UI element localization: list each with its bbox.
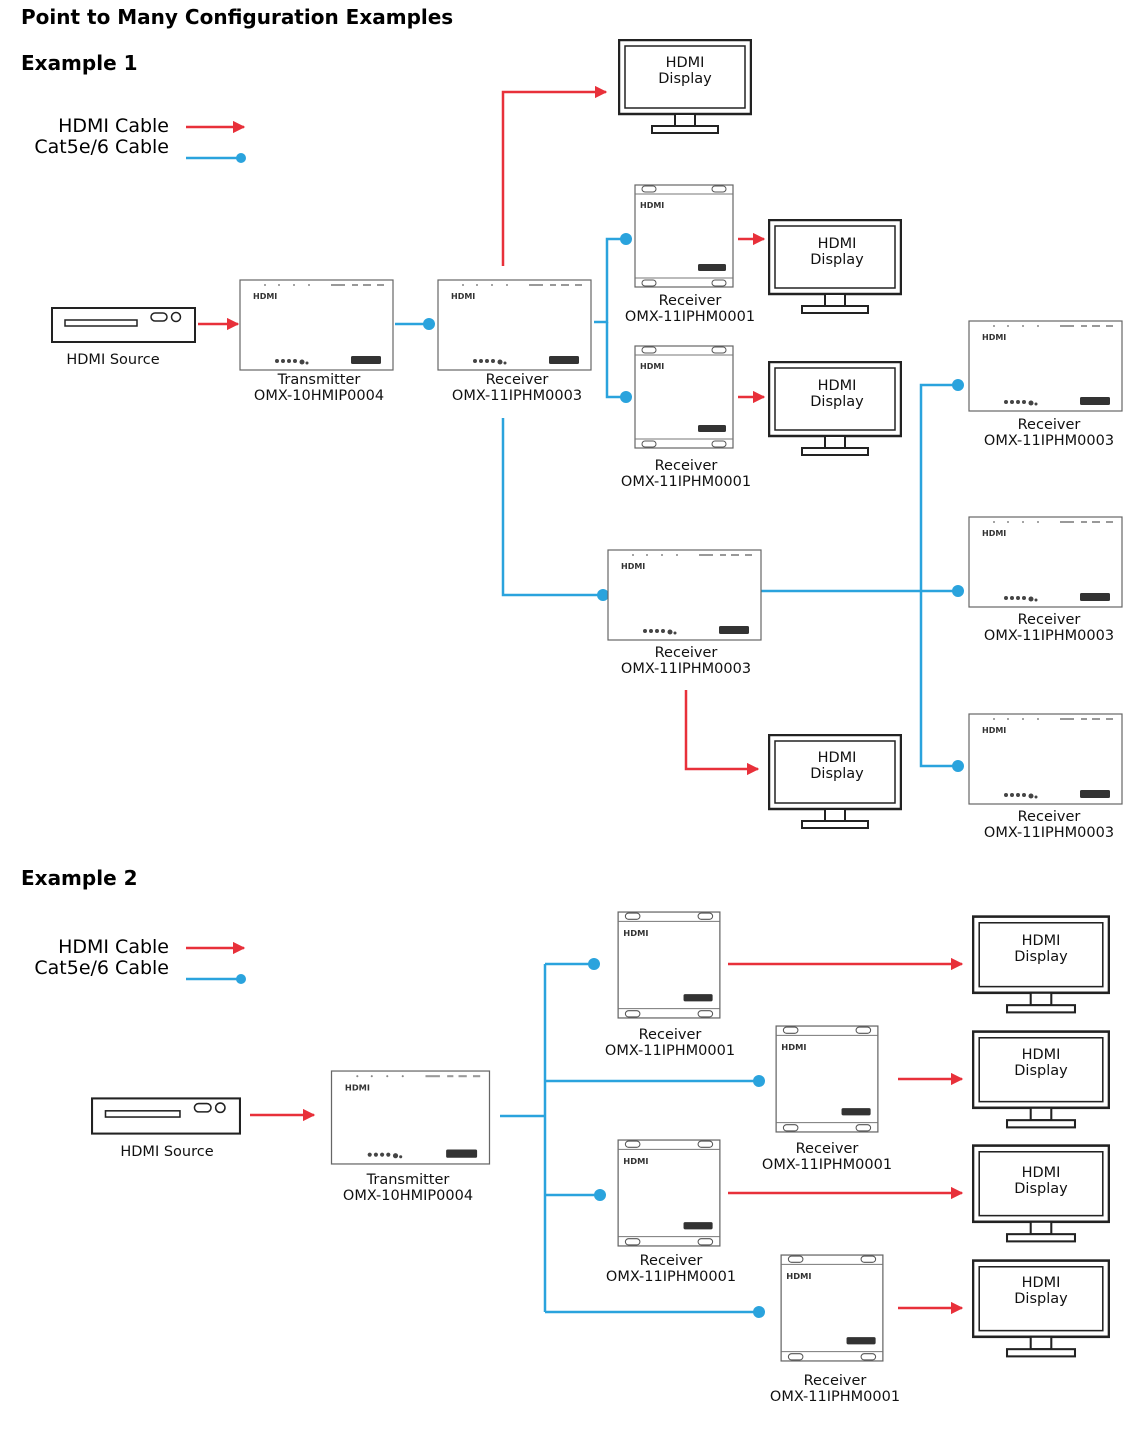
- ex1-receiver-right-3: Receiver OMX-11IPHM0003: [968, 713, 1123, 841]
- display-line1: HDMI: [818, 236, 857, 252]
- page-title: Point to Many Configuration Examples: [21, 5, 453, 29]
- device-role: Receiver: [1018, 612, 1081, 628]
- device-model: OMX-10HMIP0004: [343, 1188, 473, 1204]
- device-model: OMX-11IPHM0003: [984, 628, 1114, 644]
- legend-cat-dot: [236, 153, 246, 163]
- legend-cat-label: Cat5e/6 Cable: [34, 136, 169, 158]
- device-model: OMX-11IPHM0003: [984, 433, 1114, 449]
- cable-rx-to-rx1: [594, 237, 626, 324]
- display-line1: HDMI: [1022, 1165, 1061, 1181]
- ex1-receiver-mid: Receiver OMX-11IPHM0003: [607, 549, 762, 677]
- cable-rx-to-rxmid: [501, 418, 602, 597]
- display-line2: Display: [810, 766, 864, 782]
- ex2-receiver-1: Receiver OMX-11IPHM0001: [605, 911, 735, 1059]
- display-line2: Display: [810, 394, 864, 410]
- device-model: OMX-11IPHM0003: [452, 388, 582, 404]
- ex1-display-3: HDMI Display: [768, 361, 902, 457]
- example2-legend: HDMI Cable Cat5e/6 Cable: [34, 936, 246, 984]
- display-line1: HDMI: [818, 750, 857, 766]
- ex1-receiver-small-2: Receiver OMX-11IPHM0001: [621, 345, 751, 490]
- ex1-display-bottom: HDMI Display: [768, 734, 902, 830]
- example1-legend: HDMI Cable Cat5e/6 Cable: [34, 115, 246, 163]
- device-model: OMX-11IPHM0003: [621, 661, 751, 677]
- legend-cat-label: Cat5e/6 Cable: [34, 957, 169, 979]
- display-line2: Display: [658, 71, 712, 87]
- cable-rx-to-rx2: [605, 322, 626, 399]
- display-line2: Display: [1014, 1063, 1068, 1079]
- ex2-receiver-4: Receiver OMX-11IPHM0001: [770, 1254, 900, 1405]
- device-role: Receiver: [1018, 809, 1081, 825]
- ex1-display-top: HDMI Display: [618, 39, 752, 135]
- ex2-display-3: HDMI Display: [972, 1144, 1110, 1243]
- legend-cat-dot: [236, 974, 246, 984]
- legend-hdmi-label: HDMI Cable: [58, 115, 169, 137]
- device-model: OMX-11IPHM0001: [621, 474, 751, 490]
- source-label: HDMI Source: [120, 1144, 213, 1160]
- ex2-cat-dots: [588, 958, 765, 1318]
- display-line2: Display: [1014, 1291, 1068, 1307]
- device-model: OMX-11IPHM0001: [625, 309, 755, 325]
- device-role: Transmitter: [366, 1172, 450, 1188]
- example2-heading: Example 2: [21, 866, 138, 890]
- display-line1: HDMI: [818, 378, 857, 394]
- device-role: Receiver: [804, 1373, 867, 1389]
- device-model: OMX-11IPHM0001: [606, 1269, 736, 1285]
- device-role: Receiver: [640, 1253, 703, 1269]
- ex2-cat-cables: [500, 962, 758, 1314]
- display-line1: HDMI: [666, 55, 705, 71]
- device-role: Receiver: [486, 372, 549, 388]
- ex1-display-2: HDMI Display: [768, 219, 902, 315]
- ex2-display-1: HDMI Display: [972, 915, 1110, 1014]
- device-role: Receiver: [659, 293, 722, 309]
- source-label: HDMI Source: [66, 352, 159, 368]
- device-role: Receiver: [1018, 417, 1081, 433]
- display-line1: HDMI: [1022, 1047, 1061, 1063]
- display-line1: HDMI: [1022, 933, 1061, 949]
- display-line2: Display: [1014, 949, 1068, 965]
- device-model: OMX-11IPHM0001: [770, 1389, 900, 1405]
- ex1-cat-cables: [395, 237, 958, 768]
- ex1-cat-dots: [423, 233, 964, 772]
- ex2-hdmi-cables: [250, 957, 964, 1315]
- cable-right-trunk: [919, 383, 958, 768]
- legend-hdmi-label: HDMI Cable: [58, 936, 169, 958]
- ex1-receiver-main: Receiver OMX-11IPHM0003: [437, 279, 592, 404]
- ex1-receiver-right-1: Receiver OMX-11IPHM0003: [968, 320, 1123, 449]
- ex1-hdmi-cables: [198, 85, 766, 776]
- example1-heading: Example 1: [21, 51, 138, 75]
- ex2-transmitter: Transmitter OMX-10HMIP0004: [330, 1070, 491, 1204]
- display-line1: HDMI: [1022, 1275, 1061, 1291]
- ex2-display-2: HDMI Display: [972, 1030, 1110, 1129]
- ex1-hdmi-source: HDMI Source: [51, 307, 196, 368]
- ex1-receiver-right-2: Receiver OMX-11IPHM0003: [968, 516, 1123, 644]
- ex2-receiver-3: Receiver OMX-11IPHM0001: [606, 1139, 736, 1285]
- cable-receiver-to-display-top: [501, 85, 608, 266]
- display-line2: Display: [810, 252, 864, 268]
- ex2-hdmi-source: HDMI Source: [91, 1097, 241, 1160]
- device-role: Receiver: [796, 1141, 859, 1157]
- display-line2: Display: [1014, 1181, 1068, 1197]
- device-role: Transmitter: [277, 372, 361, 388]
- ex1-receiver-small-1: Receiver OMX-11IPHM0001: [625, 184, 755, 325]
- device-model: OMX-11IPHM0001: [762, 1157, 892, 1173]
- device-role: Receiver: [655, 645, 718, 661]
- device-role: Receiver: [655, 458, 718, 474]
- device-model: OMX-10HMIP0004: [254, 388, 384, 404]
- ex2-display-4: HDMI Display: [972, 1259, 1110, 1358]
- device-model: OMX-11IPHM0003: [984, 825, 1114, 841]
- device-model: OMX-11IPHM0001: [605, 1043, 735, 1059]
- cable-rxmid-to-display: [684, 690, 760, 776]
- device-role: Receiver: [639, 1027, 702, 1043]
- ex2-receiver-2: Receiver OMX-11IPHM0001: [762, 1025, 892, 1173]
- ex1-transmitter: Transmitter OMX-10HMIP0004: [239, 279, 394, 404]
